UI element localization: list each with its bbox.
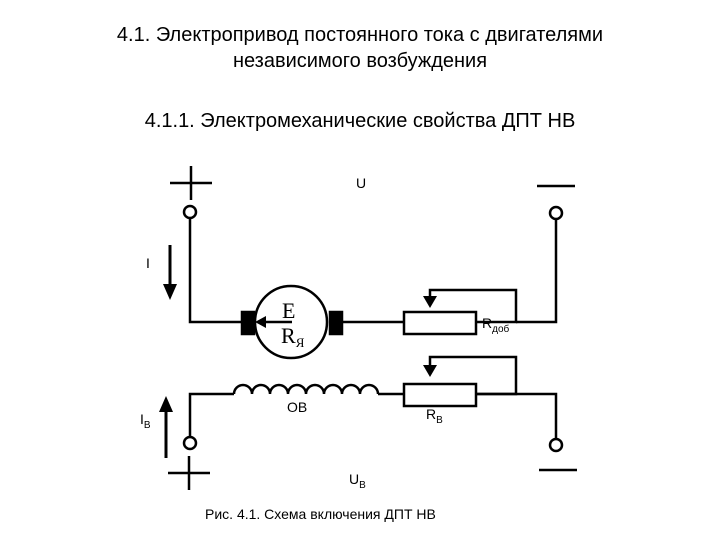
brush-left [240,310,256,336]
terminal-top-right[interactable] [548,205,564,221]
label-rdob: Rдоб [482,315,510,335]
wire-rdob-slider [428,288,518,324]
label-ov: ОВ [287,399,307,415]
terminal-bottom-right[interactable] [548,437,564,453]
label-r-armature: RЯ [281,323,305,350]
heading-line-1: 4.1. Электропривод постоянного тока с дв… [116,24,604,46]
current-arrow-iv-head [159,396,173,412]
slider-arrow-rv [423,365,437,377]
brush-right [328,310,344,336]
emf-arrow-head [255,316,266,328]
wire-rv-slider [428,355,518,396]
wire-armature-left [188,218,242,324]
resistor-rdob [402,310,478,336]
label-u: U [356,175,366,191]
label-emf: E [282,298,295,323]
wire-armature-right [516,219,558,324]
field-winding-ov [232,383,380,395]
slider-arrow-rdob [423,296,437,308]
resistor-rv [402,382,478,408]
subheading: 4.1.1. Электромеханические свойства ДПТ … [144,110,576,132]
figure-caption: Рис. 4.1. Схема включения ДПТ НВ [205,506,436,522]
wire-field-left [188,392,234,438]
heading-line-2: независимого возбуждения [232,50,488,72]
label-iv: IВ [140,411,151,431]
label-i: I [146,255,150,271]
label-uv: UВ [349,471,366,491]
label-rv: RВ [426,406,443,426]
current-arrow-i-head [163,284,177,300]
terminal-top-left[interactable] [182,204,198,220]
wire-field-right [476,392,558,440]
terminal-bottom-left[interactable] [182,435,198,451]
